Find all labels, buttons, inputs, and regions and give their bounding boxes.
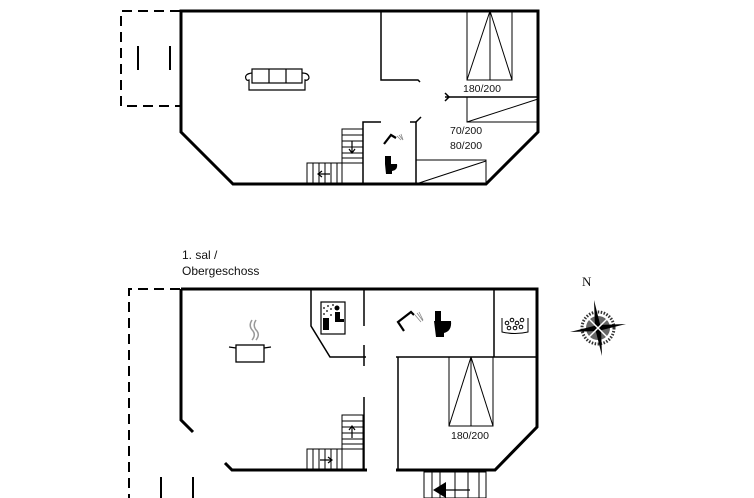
floor-title-line1: 1. sal / xyxy=(182,248,218,262)
bed-size-label: 80/200 xyxy=(450,140,483,152)
sofa-icon xyxy=(245,68,310,91)
shower-icon xyxy=(396,310,424,332)
bed-size-label: 70/200 xyxy=(450,125,483,137)
compass-rose-icon xyxy=(570,300,626,356)
ground-floor-plan xyxy=(120,9,540,186)
toilet-icon xyxy=(434,311,452,337)
upper-floor-plan xyxy=(128,287,539,498)
bed-size-label: 180/200 xyxy=(463,83,501,95)
sauna-icon xyxy=(320,301,346,335)
shower-icon xyxy=(383,133,404,145)
floor-title-line2: Obergeschoss xyxy=(182,264,260,278)
bed-size-label: 180/200 xyxy=(451,430,489,442)
toilet-icon xyxy=(385,156,398,174)
compass-north-label: N xyxy=(582,274,592,289)
whirlpool-icon xyxy=(501,317,529,334)
cooking-pot-icon xyxy=(228,319,272,363)
